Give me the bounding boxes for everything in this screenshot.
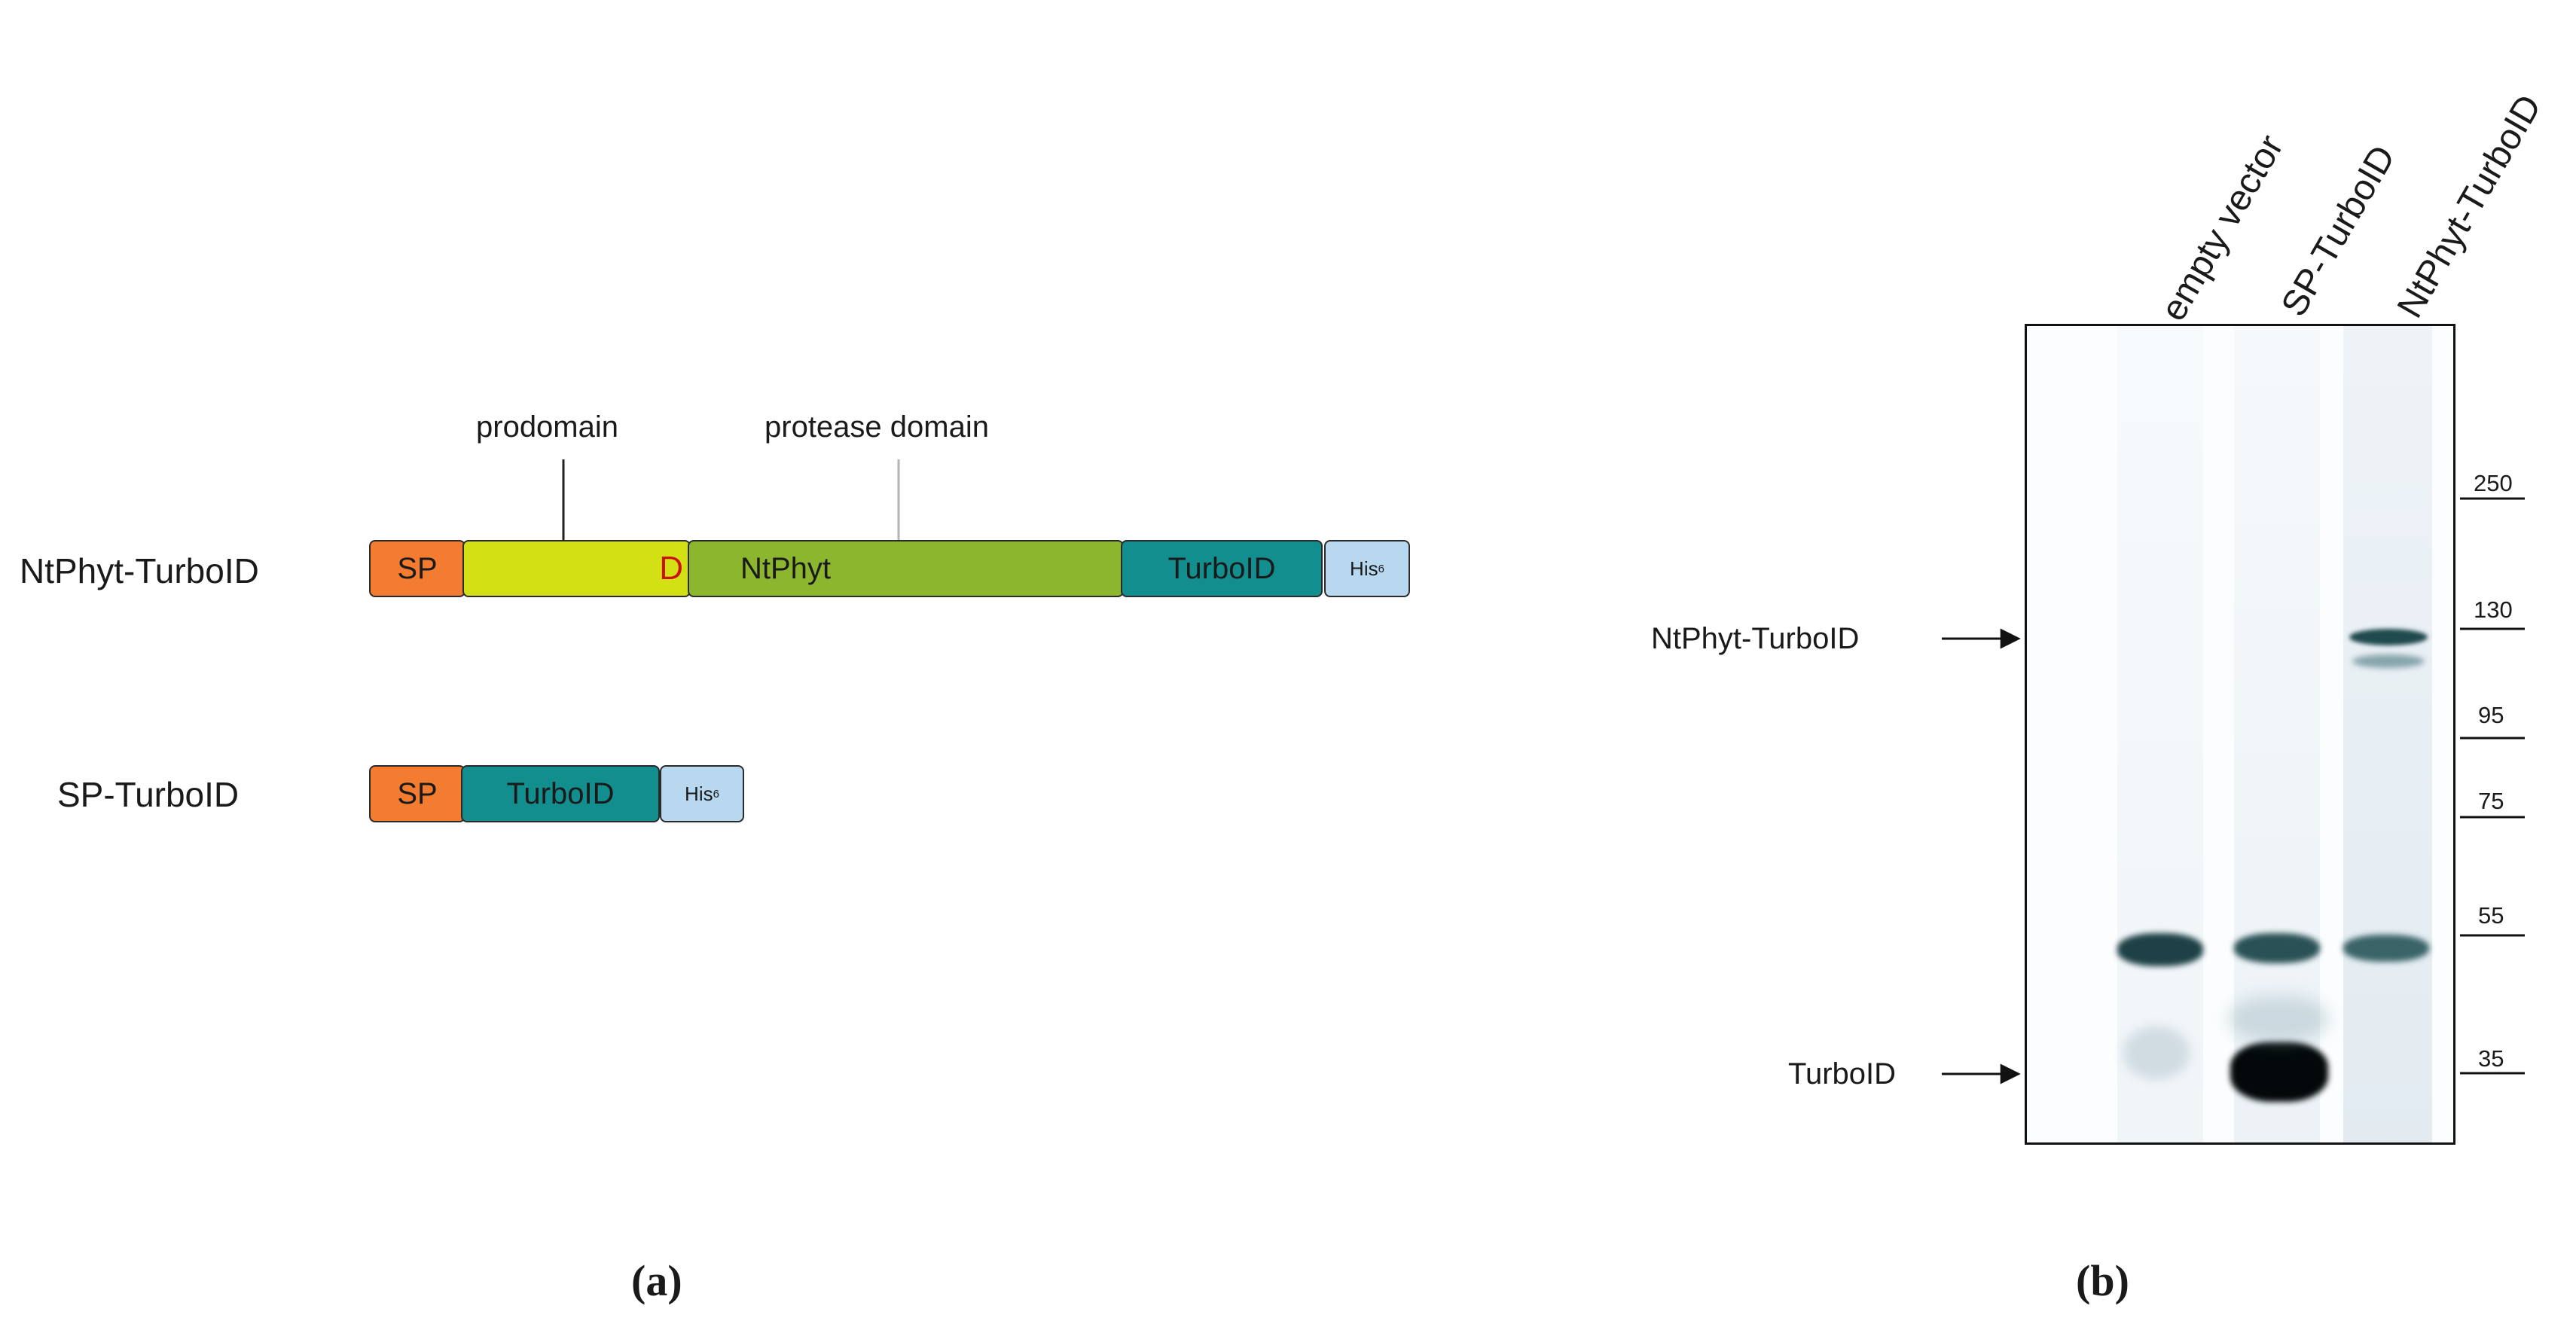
panel-b-label: (b) [2076,1256,2129,1305]
marker-label-75: 75 [2478,788,2504,814]
segment-ntphyt: NtPhyt [688,540,1124,597]
marker-label-35: 35 [2478,1045,2504,1072]
segment-prodomain: D [462,540,691,597]
marker-label-130: 130 [2474,596,2513,623]
lane-smear-ntphyt-turboid [2343,326,2432,1142]
band-sp-turboid-35 [2230,1042,2328,1102]
band-ntphyt-turboid [2349,629,2428,645]
protease-domain-annotation: protease domain [765,410,989,444]
panel-a-label: (a) [631,1256,682,1305]
segment-subscript: 6 [1378,562,1384,575]
lane-smear-sp-turboid [2234,326,2320,1142]
band-label-ntphyt-turboid: NtPhyt-TurboID [1651,622,1860,655]
segment-sp: SP [369,765,465,822]
marker-label-55: 55 [2478,902,2504,929]
lane-smear-empty-vector [2117,326,2203,1142]
segment-label: His [685,782,713,805]
marker-label-95: 95 [2478,702,2504,728]
band-ntphyt-turboid-lower [2352,654,2425,668]
band-sp-turboid-55 [2234,933,2320,963]
segment-subscript: 6 [713,787,719,801]
segment-turboid: TurboID [1121,540,1323,597]
segment-label: His [1350,557,1378,580]
band-label-turboid: TurboID [1788,1057,1897,1091]
band-empty-vector-35 [2123,1026,2190,1079]
segment-label: TurboID [1167,551,1276,585]
segment-turboid: TurboID [461,765,660,822]
segment-sp: SP [369,540,465,597]
blot-membrane [2025,324,2455,1145]
segment-label: NtPhyt [740,551,832,585]
marker-label-250: 250 [2474,470,2513,496]
cleavage-site-marker: D [659,550,683,587]
segment-label: SP [397,776,438,810]
band-empty-vector-55 [2117,933,2203,966]
construct-name-sp-turboid: SP-TurboID [57,775,240,814]
band-sp-turboid-35-halo [2229,996,2328,1042]
band-ntphyt-turboid-55 [2343,935,2429,962]
segment-label: SP [397,551,438,585]
prodomain-annotation: prodomain [476,410,619,444]
segment-label: TurboID [506,776,615,810]
construct-name-ntphyt-turboid: NtPhyt-TurboID [20,551,259,590]
